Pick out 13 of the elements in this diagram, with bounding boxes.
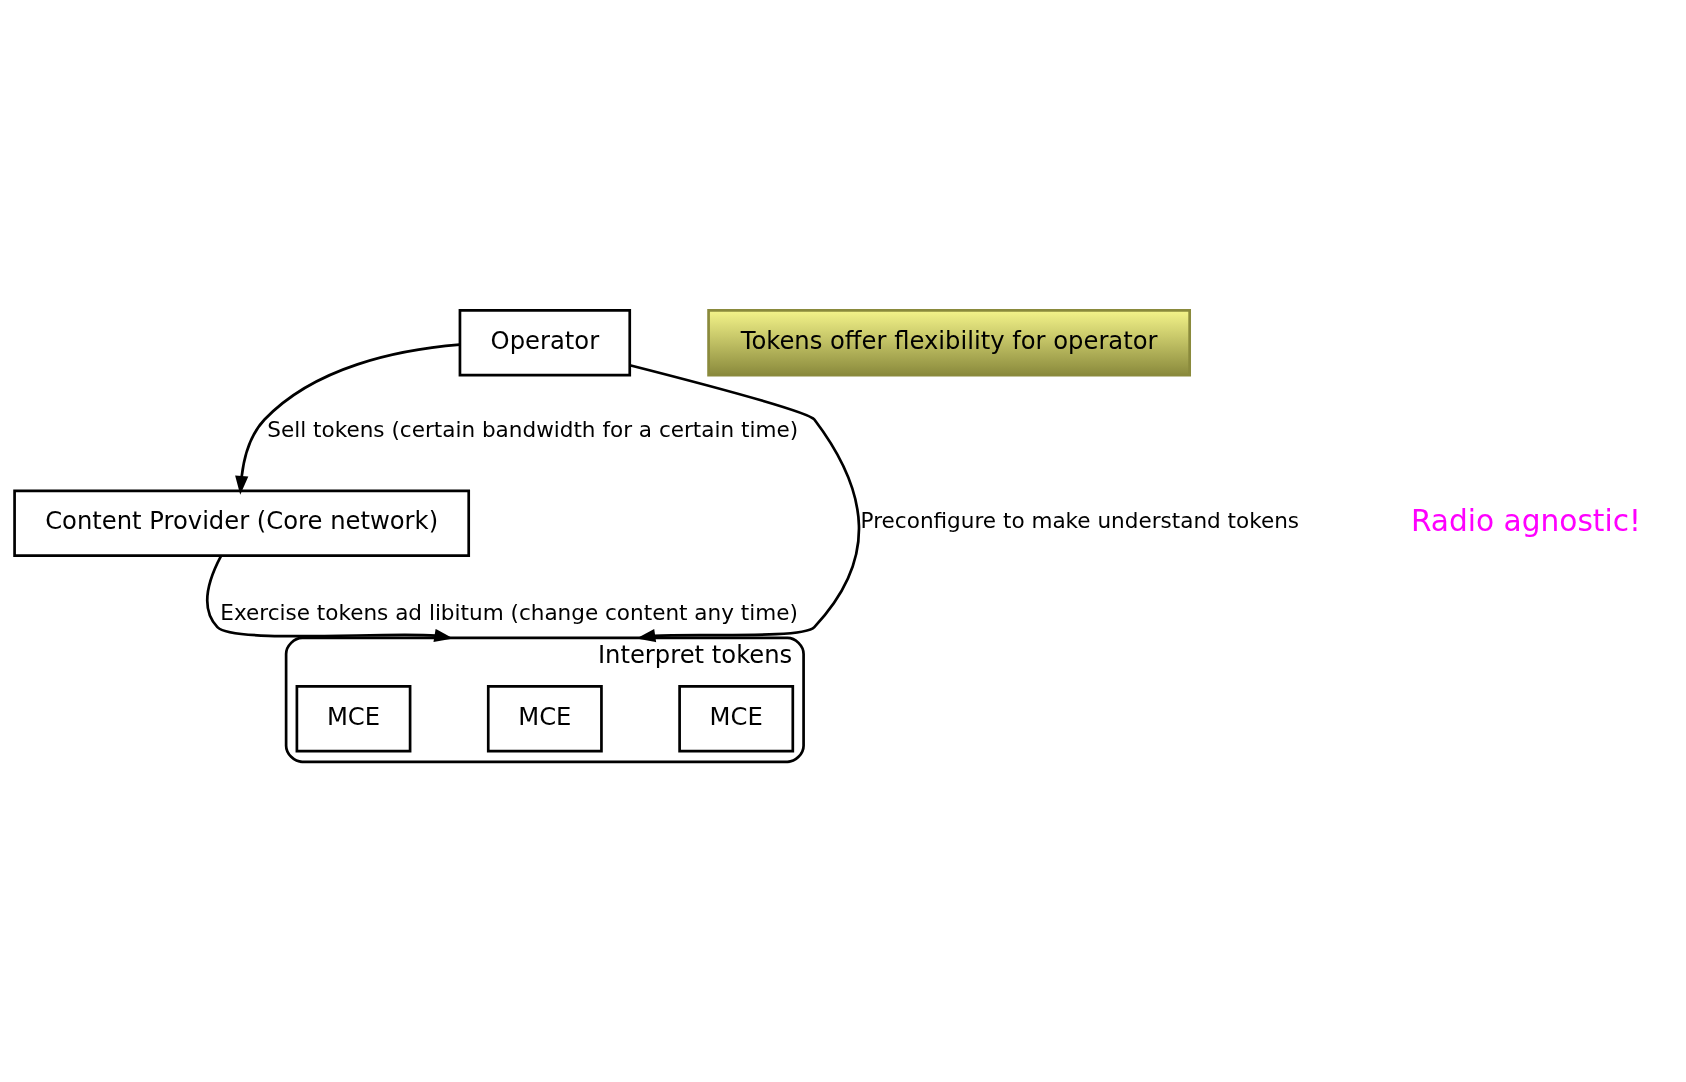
edge-label: Sell tokens (certain bandwidth for a certain time) [267,416,799,442]
arrow [206,554,454,642]
node-box: MCE [678,684,795,752]
edge-label: Preconfigure to make understand tokens [860,507,1300,533]
node-box: MCE [295,684,412,752]
arrow [629,363,861,642]
node-box: Content Provider (Core network) [13,489,471,557]
edge-label: Exercise tokens ad libitum (change content any time) [220,599,798,625]
label: Radio agnostic! [1410,502,1641,538]
arrow [235,342,460,495]
node-box: MCE [486,684,603,752]
node-box: Operator [458,308,632,376]
node-box: Tokens offer flexibility for operator [707,308,1191,376]
